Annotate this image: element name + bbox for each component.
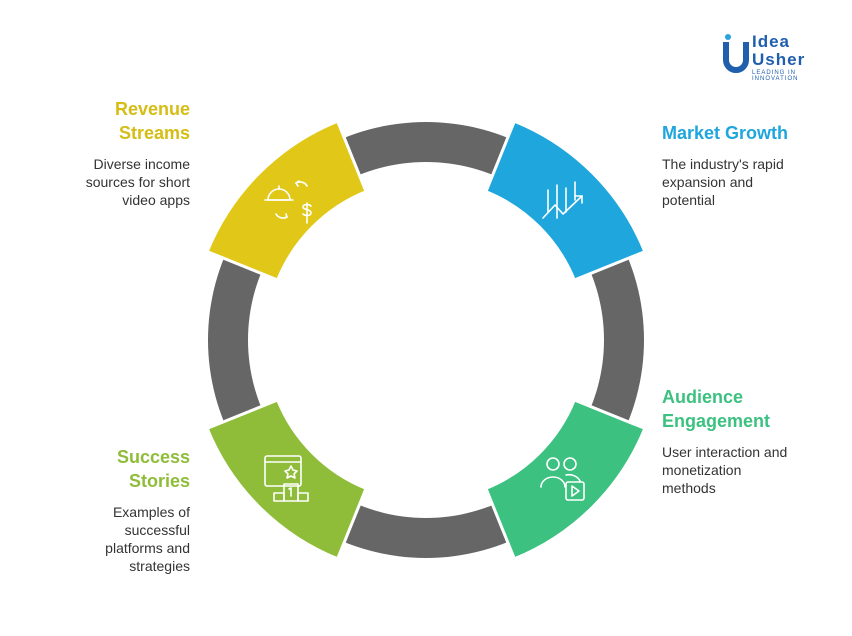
- revenue-streams-label: Revenue Streams Diverse income sources f…: [40, 97, 190, 209]
- success-stories-description: Examples of successful platforms and str…: [40, 503, 190, 575]
- success-segment: [205, 397, 369, 561]
- title-line: Stories: [128, 471, 190, 491]
- logo-line2: Usher: [752, 50, 806, 69]
- revenue-streams-title: Revenue Streams: [40, 97, 190, 145]
- audience-engagement-description: User interaction and monetization method…: [662, 443, 822, 497]
- title-line: Streams: [118, 123, 190, 143]
- company-logo: Idea Usher LEADING IN INNOVATION: [722, 32, 832, 82]
- service-bell-dollar-icon: [264, 180, 312, 224]
- market-growth-description: The industry's rapid expansion and poten…: [662, 155, 822, 209]
- logo-u-mark-icon: [723, 34, 749, 73]
- success-stories-title: Success Stories: [40, 445, 190, 493]
- desc-line: successful: [124, 522, 190, 538]
- cycle-segments: [205, 119, 647, 561]
- logo-tagline: LEADING IN INNOVATION: [752, 70, 799, 82]
- audience-engagement-title: Audience Engagement: [662, 385, 822, 433]
- title-line: Market Growth: [662, 123, 789, 143]
- revenue-streams-description: Diverse income sources for short video a…: [40, 155, 190, 209]
- desc-line: Diverse income: [93, 156, 190, 172]
- market-growth-title: Market Growth: [662, 121, 822, 145]
- title-line: Revenue: [114, 99, 190, 119]
- logo-line1: Idea: [752, 32, 791, 51]
- desc-line: User interaction and: [662, 444, 788, 460]
- podium-star-icon: [264, 455, 309, 502]
- desc-line: potential: [662, 192, 715, 208]
- desc-line: sources for short: [85, 174, 190, 190]
- audience-engagement-label: Audience Engagement User interaction and…: [662, 385, 822, 497]
- desc-line: platforms and: [105, 540, 190, 556]
- market-growth-label: Market Growth The industry's rapid expan…: [662, 121, 822, 209]
- success-stories-label: Success Stories Examples of successful p…: [40, 445, 190, 575]
- desc-line: video apps: [122, 192, 190, 208]
- desc-line: Examples of: [112, 504, 190, 520]
- title-line: Success: [116, 447, 190, 467]
- users-video-icon: [540, 457, 585, 501]
- desc-line: strategies: [129, 558, 190, 574]
- title-line: Audience: [662, 387, 744, 407]
- desc-line: The industry's rapid: [662, 156, 784, 172]
- growth-chart-icon: [542, 181, 583, 219]
- title-line: Engagement: [662, 411, 771, 431]
- desc-line: monetization: [662, 462, 742, 478]
- desc-line: expansion and: [662, 174, 754, 190]
- desc-line: methods: [662, 480, 716, 496]
- audience-segment: [483, 397, 647, 561]
